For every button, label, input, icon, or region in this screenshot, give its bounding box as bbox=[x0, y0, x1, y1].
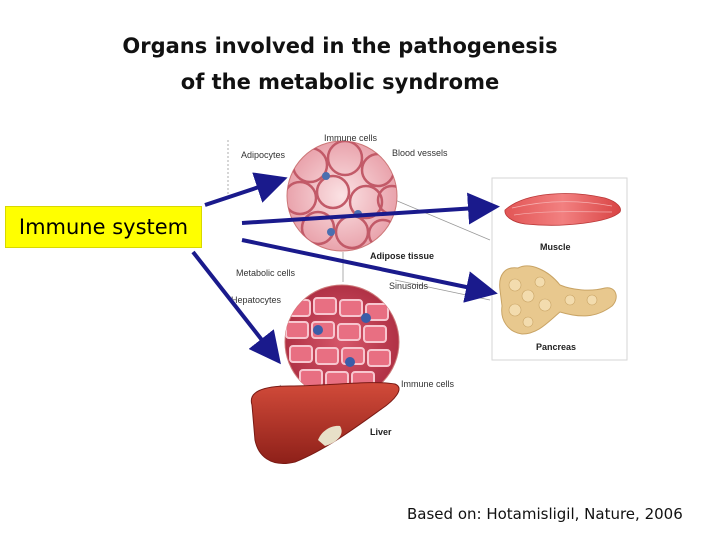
arrow-to-liver bbox=[191, 250, 281, 365]
label-muscle: Muscle bbox=[540, 242, 571, 252]
figure-labels: Immune cells Adipocytes Blood vessels Ad… bbox=[231, 133, 576, 437]
muscle-image bbox=[504, 193, 621, 226]
label-sinusoids: Sinusoids bbox=[389, 281, 429, 291]
title-line-1: Organs involved in the pathogenesis bbox=[122, 34, 558, 58]
arrow-to-muscle bbox=[241, 192, 500, 225]
slide-title: Organs involved in the pathogenesis of t… bbox=[0, 28, 680, 100]
immune-system-box: Immune system bbox=[5, 206, 202, 248]
label-immune-cells-top: Immune cells bbox=[324, 133, 378, 143]
immune-system-label: Immune system bbox=[18, 215, 189, 239]
label-adipocytes: Adipocytes bbox=[241, 150, 286, 160]
label-blood-vessels: Blood vessels bbox=[392, 148, 448, 158]
label-metabolic-cells: Metabolic cells bbox=[236, 268, 296, 278]
label-immune-cells-liver: Immune cells bbox=[401, 379, 455, 389]
label-pancreas: Pancreas bbox=[536, 342, 576, 352]
label-adipose-tissue: Adipose tissue bbox=[370, 251, 434, 261]
source-credit: Based on: Hotamisligil, Nature, 2006 bbox=[407, 505, 683, 523]
arrow-to-pancreas bbox=[241, 238, 498, 303]
immune-arrows bbox=[191, 172, 500, 365]
adipose-tissue-image bbox=[286, 140, 398, 252]
liver-organ-image bbox=[250, 382, 400, 464]
title-line-2: of the metabolic syndrome bbox=[180, 70, 500, 94]
muscle-pancreas-panel bbox=[491, 177, 628, 361]
label-hepatocytes: Hepatocytes bbox=[231, 295, 282, 305]
liver-tissue-image bbox=[284, 284, 400, 400]
label-liver: Liver bbox=[370, 427, 392, 437]
arrow-to-adipose bbox=[204, 172, 288, 207]
